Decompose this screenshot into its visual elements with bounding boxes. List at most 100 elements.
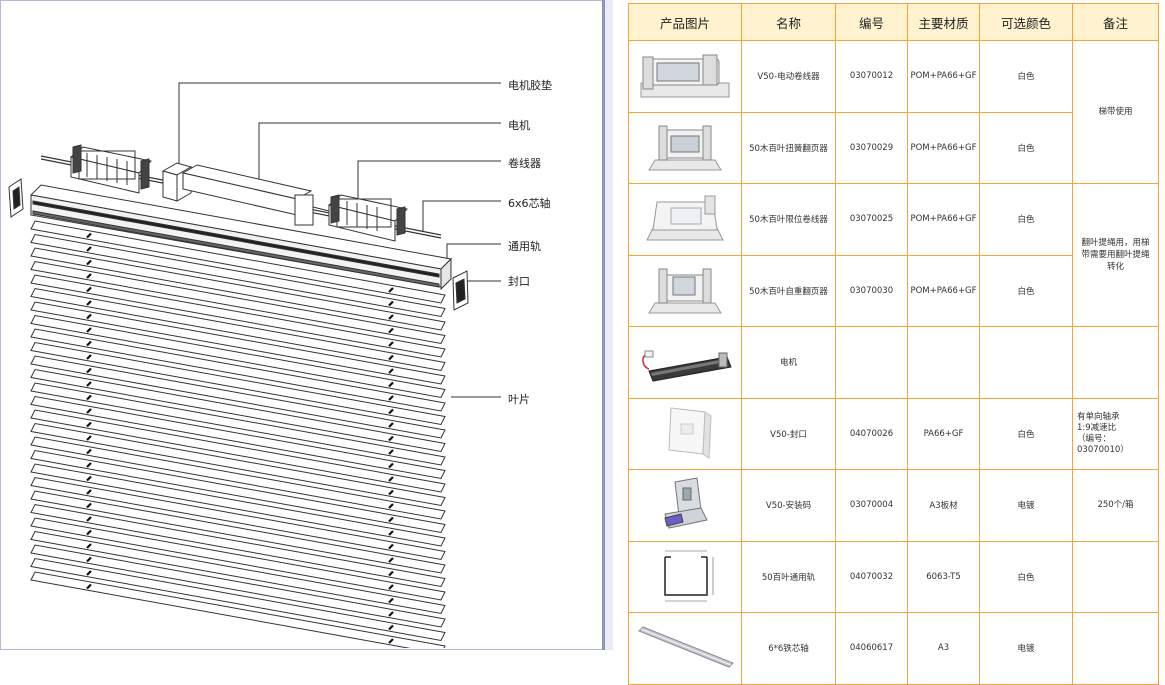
slat-cord-hole [388, 516, 394, 523]
slat [30, 557, 446, 642]
cell-name: 50木百叶自重翻页器 [741, 254, 836, 327]
slat-cord-hole [86, 273, 92, 279]
slat-cord-hole [388, 638, 394, 644]
slat-cord-hole [388, 354, 394, 361]
slat-cord-hole [388, 611, 394, 617]
slat [30, 287, 446, 372]
slat-cord-hole [86, 502, 92, 509]
table-row: 50木百叶扭簧翻页器 03070029 POM+PA66+GF 白色 [628, 111, 1159, 184]
slat-cord-hole [86, 246, 92, 252]
slat-cord-hole [86, 232, 92, 239]
cell-name: V50-安装码 [741, 469, 836, 542]
note-line: 1:9减速比 [1077, 422, 1117, 433]
cell-code: 03070029 [835, 111, 908, 184]
slat-cord-hole [388, 584, 394, 590]
slat-cord-hole [388, 327, 394, 334]
label-winder: 卷线器 [508, 157, 541, 170]
slat-cord-hole [388, 300, 394, 307]
slat-cord-hole [86, 300, 92, 306]
headrail [29, 184, 453, 291]
slat [30, 368, 446, 453]
cell-color: 白色 [979, 540, 1073, 613]
slat-cord-hole [86, 462, 92, 468]
slat [30, 476, 446, 561]
leader-lines [178, 82, 501, 398]
cell-material: PA66+GF [907, 397, 980, 470]
parts-table-panel: 产品图片 名称 编号 主要材质 可选颜色 备注 [613, 0, 1165, 685]
slat-cord-hole [388, 341, 394, 347]
slat-cord-hole [86, 435, 92, 441]
cell-code: 03070030 [835, 254, 908, 327]
header-material: 主要材质 [907, 3, 980, 41]
end-cap-right [452, 270, 469, 311]
end-cap-left [8, 178, 24, 218]
table-row: V50-安装码 03070004 A3板材 电镀 250个/箱 [628, 469, 1159, 542]
cell-name: 6*6铁芯轴 [741, 612, 836, 685]
gravity-flipper-image [648, 268, 722, 314]
slat-cord-hole [388, 287, 394, 293]
cell-note [1072, 326, 1159, 399]
cell-name: 50百叶通用轨 [741, 540, 836, 613]
limit-winder-image [646, 195, 724, 241]
cell-note: 有单向轴承 1:9减速比 （编号：03070010） [1072, 397, 1159, 470]
slat-cord-hole [86, 516, 92, 522]
cell-name: V50-封口 [741, 397, 836, 470]
slat-cord-hole [86, 570, 92, 576]
cell-color: 白色 [979, 183, 1073, 256]
mounting-bracket-image [664, 477, 708, 529]
header-image: 产品图片 [628, 3, 742, 41]
table-row: 50百叶通用轨 04070032 6063-T5 白色 [628, 540, 1159, 613]
slat [30, 517, 446, 601]
slat-cord-hole [388, 314, 394, 320]
cell-color: 白色 [979, 40, 1073, 113]
slat-cord-hole [388, 449, 394, 455]
cell-color: 白色 [979, 397, 1073, 470]
slat-cord-hole [86, 421, 92, 428]
cell-material: POM+PA66+GF [907, 183, 980, 256]
cell-name: 50木百叶扭簧翻页器 [741, 111, 836, 184]
slat-cord-hole [86, 313, 92, 320]
cell-material: POM+PA66+GF [907, 40, 980, 113]
steel-shaft-image [638, 626, 734, 668]
slat-cord-hole [388, 408, 394, 415]
slat-cord-hole [388, 530, 394, 536]
note-line: （编号：03070010） [1077, 433, 1129, 455]
table-row: V50-封口 04070026 PA66+GF 白色 有单向轴承 1:9减速比 … [628, 397, 1159, 470]
slat-cord-hole [388, 381, 394, 388]
slat [30, 409, 446, 493]
note-line: 有单向轴承 [1077, 411, 1120, 422]
slat [30, 422, 446, 507]
header-code: 编号 [835, 3, 908, 41]
slat-cord-hole [388, 395, 394, 401]
winder-left [69, 144, 153, 194]
torsion-flipper-image [648, 125, 722, 171]
slat-cord-hole [86, 327, 92, 333]
cell-code: 03070025 [835, 183, 908, 256]
slat-cord-hole [388, 489, 394, 496]
slat-cord-hole [86, 448, 92, 455]
table-row: V50-电动卷线器 03070012 POM+PA66+GF 白色 梯带使用 [628, 40, 1159, 184]
slat-cord-hole [388, 597, 394, 604]
cell-material: POM+PA66+GF [907, 254, 980, 327]
exploded-diagram-panel: 电机胶垫 电机 卷线器 6x6芯轴 通用轨 封口 叶片 [1, 1, 601, 655]
slat [30, 449, 446, 534]
cell-material: 6063-T5 [907, 540, 980, 613]
slat [30, 314, 446, 399]
slat-cord-hole [86, 556, 92, 563]
slat [30, 220, 446, 304]
slat-cord-hole [86, 394, 92, 401]
slat [30, 463, 446, 547]
slat-cord-hole [86, 489, 92, 495]
winder-right [327, 194, 409, 242]
slat [30, 544, 446, 628]
tube-motor-image [642, 350, 732, 382]
slat [30, 355, 446, 439]
slat [30, 328, 446, 412]
slat [30, 247, 446, 331]
cell-material: A3板材 [907, 469, 980, 542]
slat-cord-hole [388, 476, 394, 482]
table-row: 6*6铁芯轴 04060617 A3 电镀 [628, 612, 1159, 685]
slat-cord-hole [86, 259, 92, 266]
cell-color: 电镀 [979, 469, 1073, 542]
cell-material: A3 [907, 612, 980, 685]
